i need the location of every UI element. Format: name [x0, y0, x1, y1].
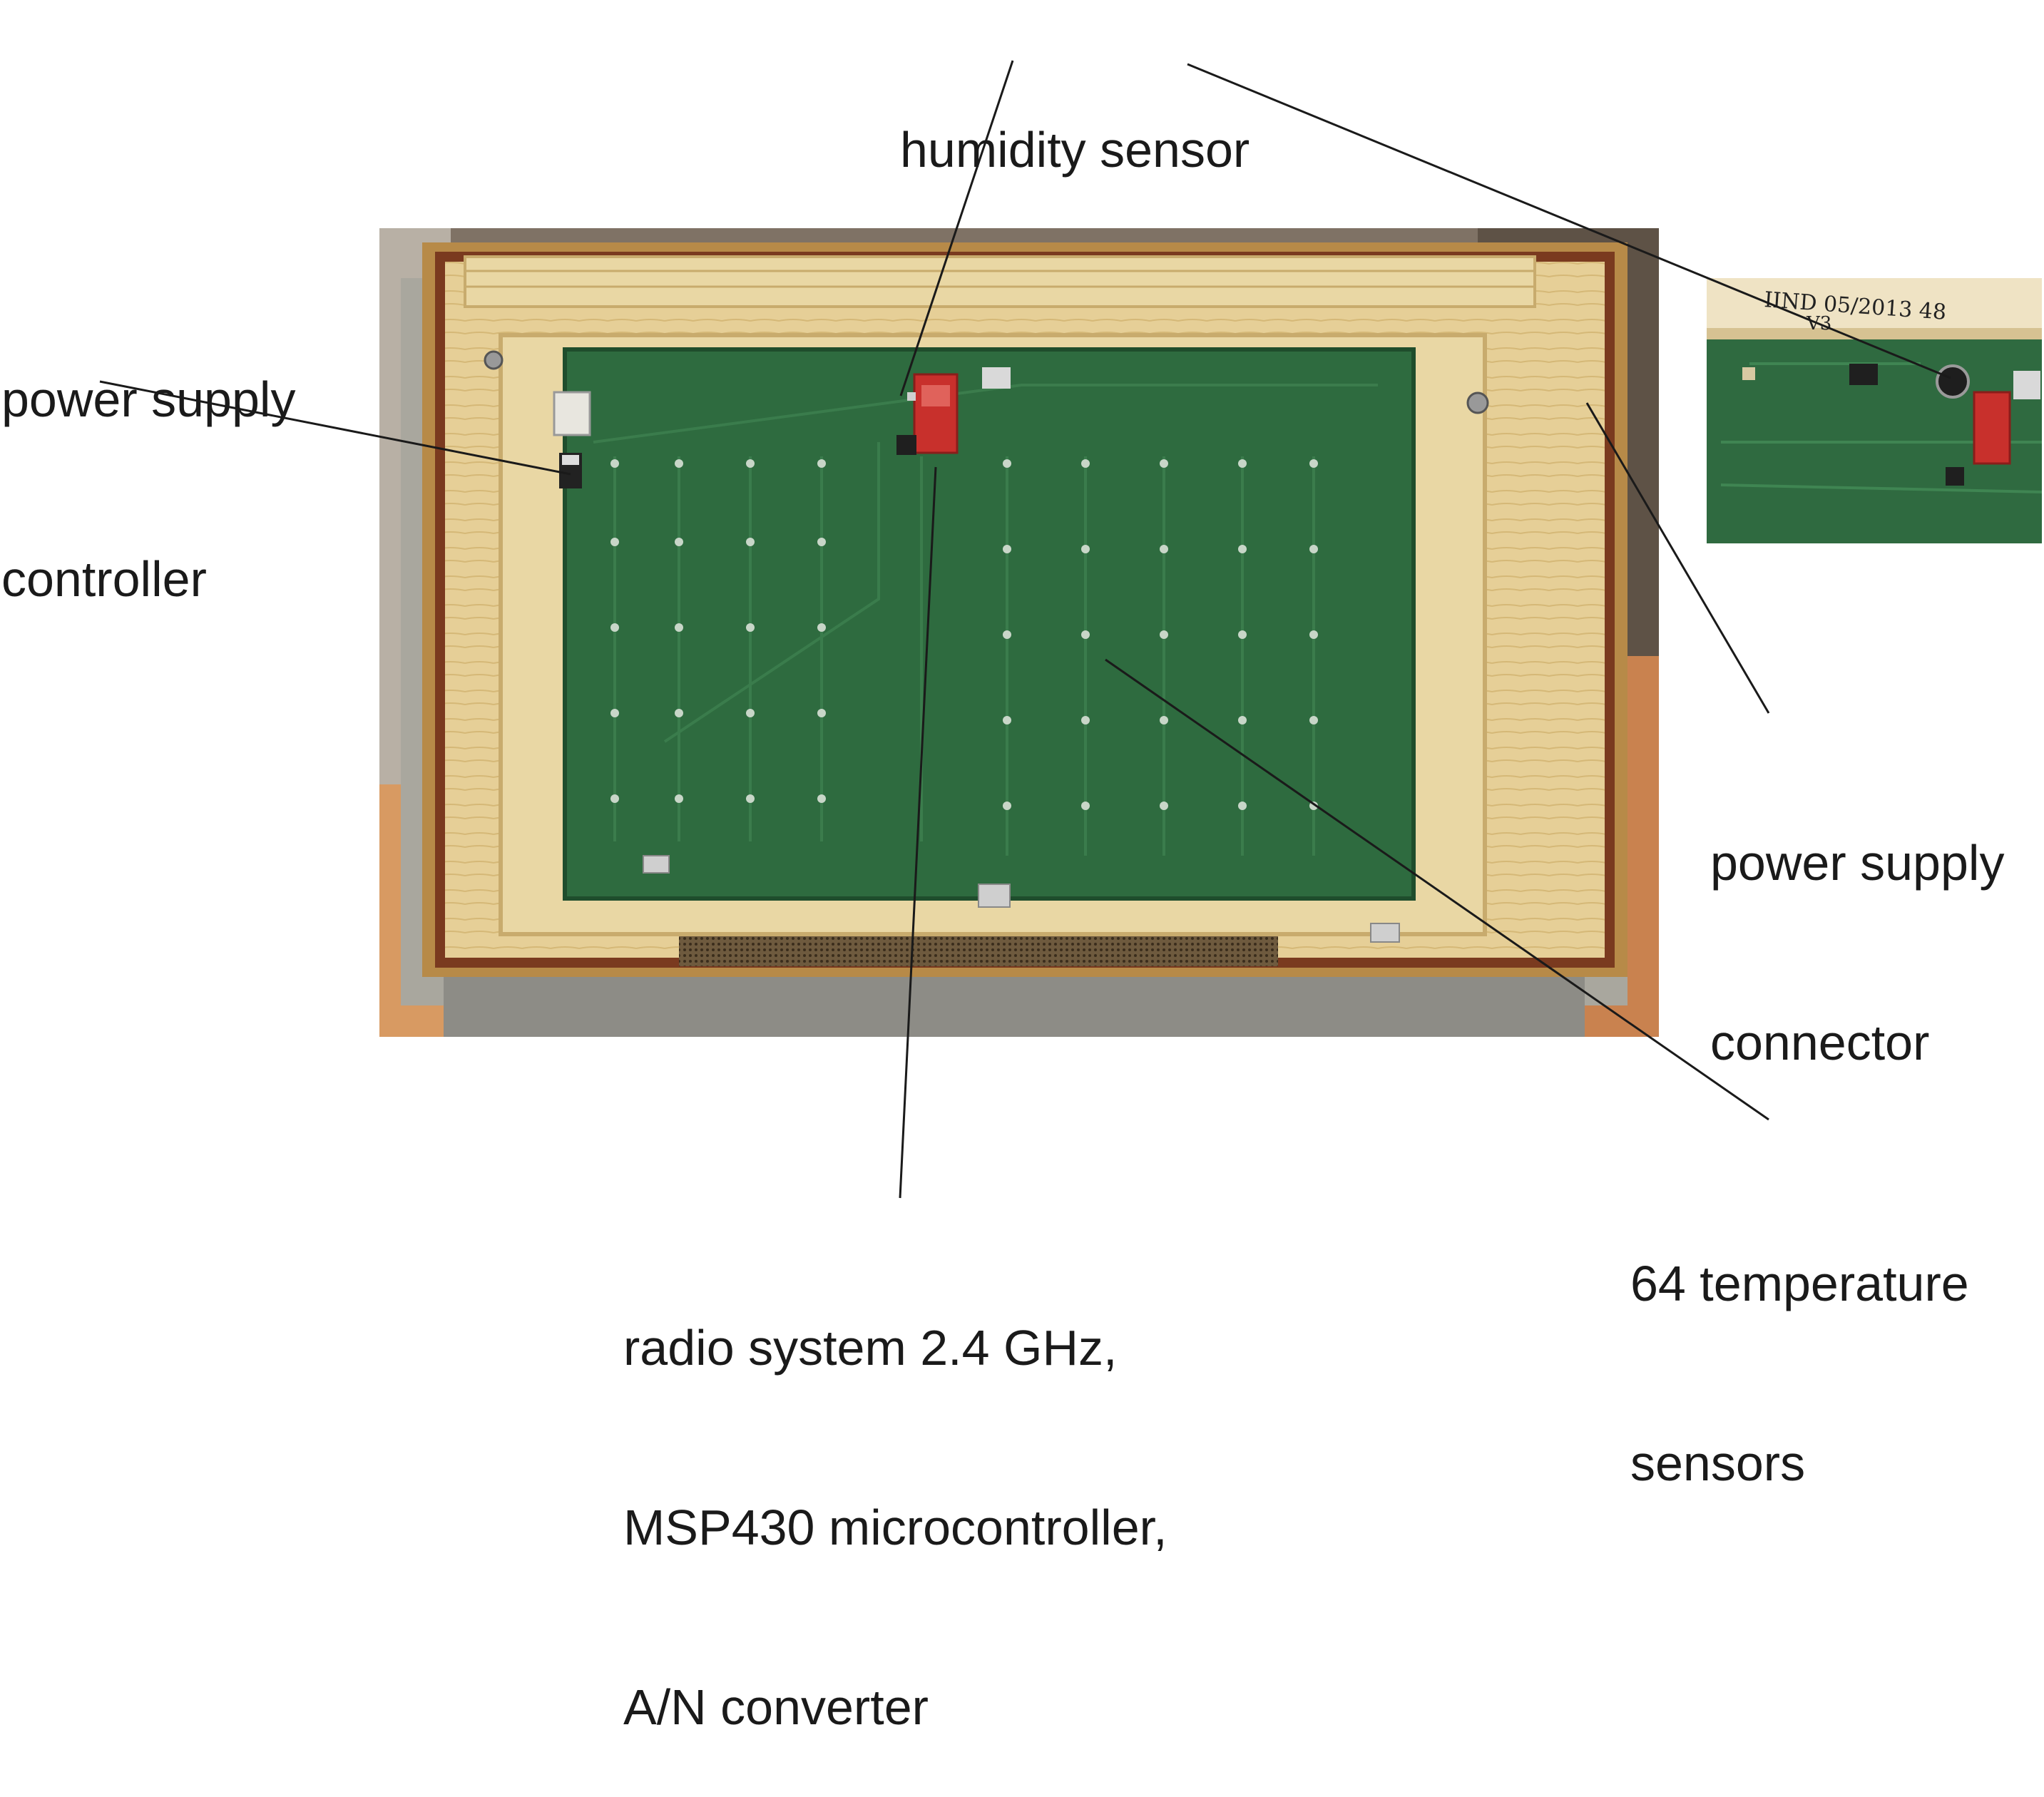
humidity-sensor-label: humidity sensor [900, 0, 1250, 240]
radio-system-line-1: radio system 2.4 GHz, [623, 1320, 1118, 1376]
temperature-sensors-line-2: sensors [1630, 1435, 1806, 1491]
power-supply-connector-label: power supply connector [1710, 713, 2004, 1132]
radio-system-line-2: MSP430 microcontroller, [623, 1500, 1167, 1555]
radio-system-label: radio system 2.4 GHz, MSP430 microcontro… [623, 1198, 1167, 1797]
inset-handwriting-2: V3 [1806, 313, 1831, 334]
radio-system-line-3: A/N converter [623, 1679, 929, 1735]
temperature-sensors-label: 64 temperature sensors [1630, 1134, 1969, 1553]
power-supply-controller-label: power supply controller [1, 250, 295, 669]
humidity-sensor-label-text: humidity sensor [900, 122, 1250, 178]
connector-inset-photo: IIND 05/2013 48 V3 [1707, 278, 2042, 543]
temperature-sensors-line-1: 64 temperature [1630, 1256, 1969, 1311]
power-supply-connector-line-2: connector [1710, 1015, 1930, 1070]
power-supply-connector-line-1: power supply [1710, 835, 2005, 891]
beehive-sensor-photo [379, 228, 1659, 1037]
power-supply-controller-line-1: power supply [1, 372, 296, 427]
power-supply-controller-line-2: controller [1, 551, 207, 607]
